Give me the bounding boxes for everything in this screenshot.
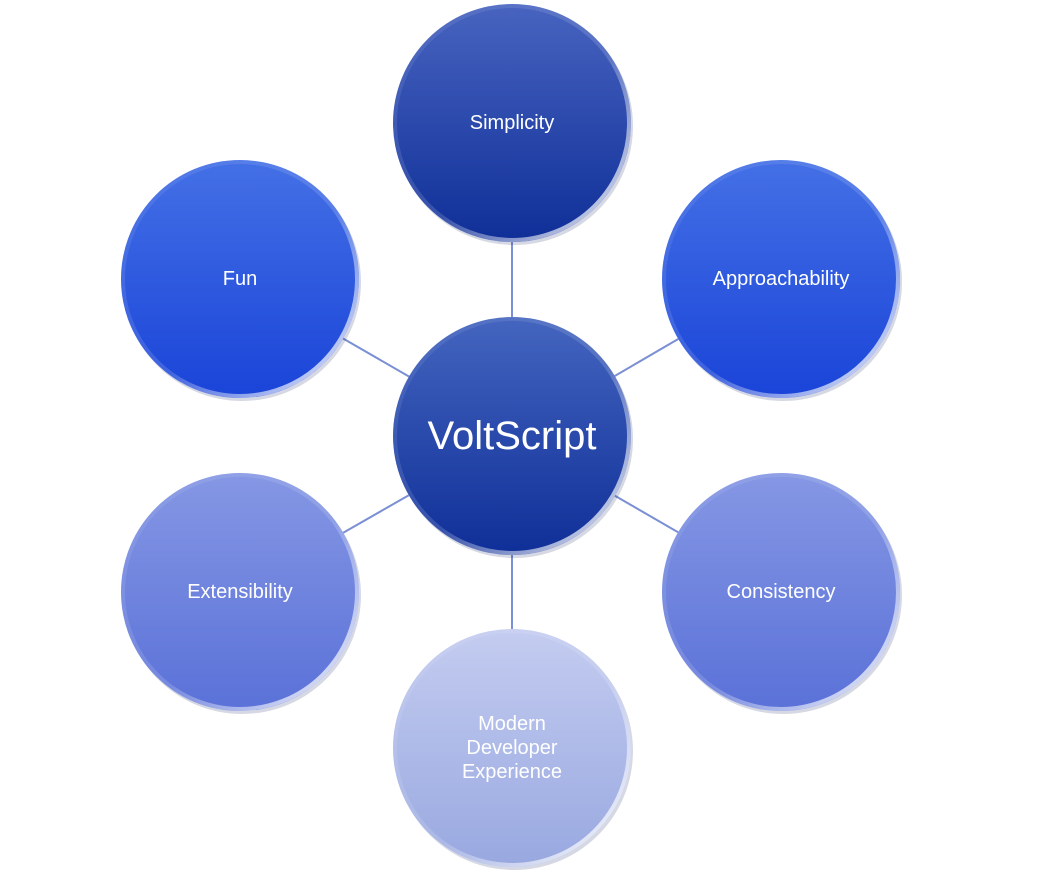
consistency-label: Consistency	[727, 581, 836, 603]
extensibility-circle	[121, 473, 359, 711]
simplicity-rim	[393, 4, 631, 242]
fun-rim	[121, 160, 359, 398]
approachability-node: Approachability	[662, 160, 902, 401]
voltscript-center-rim	[393, 317, 631, 555]
modern-developer-experience-label-line-3: Experience	[462, 761, 562, 783]
voltscript-center-circle	[393, 317, 631, 555]
extensibility-label: Extensibility	[187, 581, 293, 603]
fun-label: Fun	[223, 268, 257, 290]
modern-developer-experience-rim	[393, 629, 631, 867]
simplicity-circle	[393, 4, 631, 242]
connector-extensibility	[342, 494, 410, 534]
modern-developer-experience-circle	[393, 629, 631, 867]
voltscript-center-node: VoltScript	[393, 317, 633, 558]
fun-circle	[121, 160, 359, 398]
connector-approachability	[614, 338, 679, 377]
connector-fun	[342, 337, 410, 378]
consistency-node: Consistency	[662, 473, 902, 714]
approachability-label: Approachability	[713, 268, 850, 290]
center-node: VoltScript	[393, 317, 633, 558]
extensibility-node: Extensibility	[121, 473, 361, 714]
voltscript-center-label: VoltScript	[428, 414, 597, 458]
connector-consistency	[614, 494, 679, 534]
consistency-circle	[662, 473, 900, 711]
approachability-circle	[662, 160, 900, 398]
outer-nodes: SimplicityApproachabilityConsistencyMode…	[121, 4, 902, 870]
consistency-rim	[662, 473, 900, 711]
extensibility-rim	[121, 473, 359, 711]
modern-developer-experience-label-line-1: Modern	[478, 713, 546, 735]
simplicity-node: Simplicity	[393, 4, 633, 245]
fun-node: Fun	[121, 160, 361, 401]
modern-developer-experience-label-line-2: Developer	[466, 737, 558, 759]
connectors	[342, 242, 679, 629]
approachability-rim	[662, 160, 900, 398]
simplicity-label: Simplicity	[470, 112, 554, 134]
